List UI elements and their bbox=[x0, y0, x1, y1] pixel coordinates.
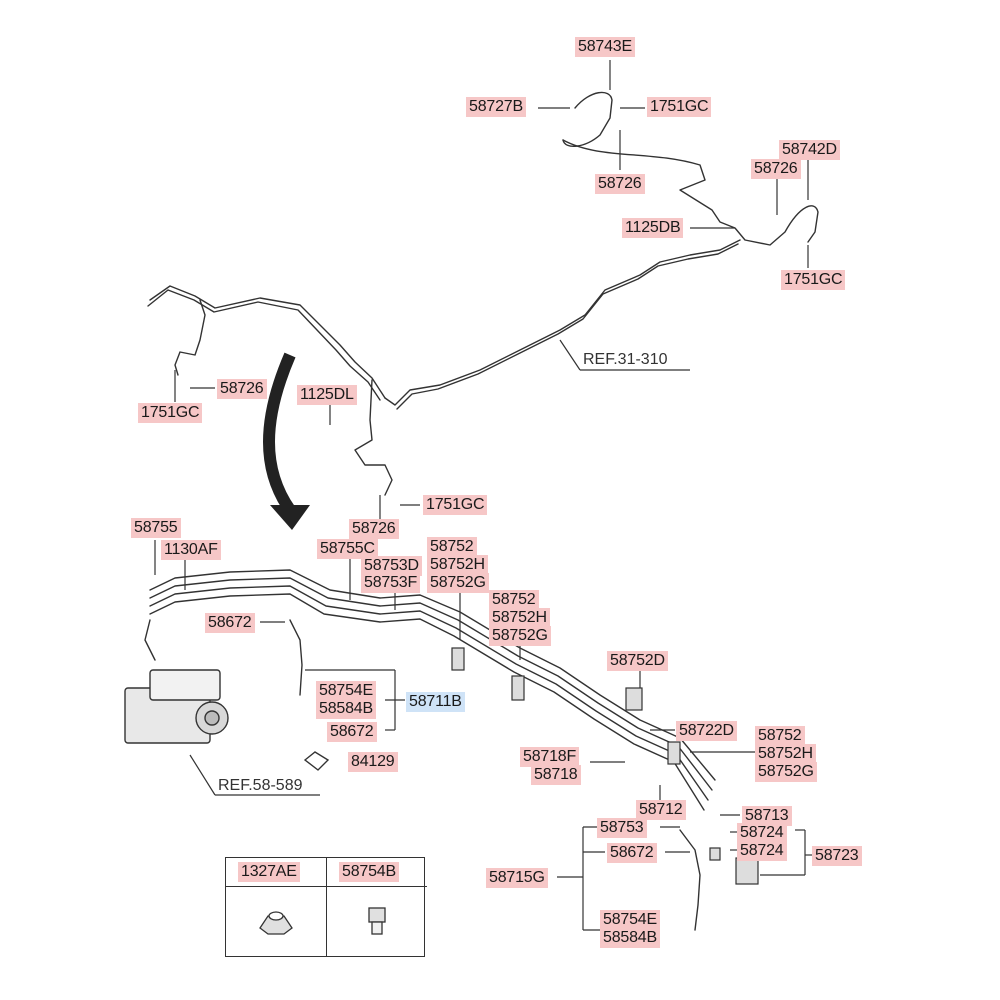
label-58752-c: 58752 bbox=[755, 726, 805, 746]
label-1751GC-c: 1751GC bbox=[138, 403, 203, 423]
label-58752-b: 58752 bbox=[489, 590, 539, 610]
label-58672-a: 58672 bbox=[205, 613, 255, 633]
label-58752H-c: 58752H bbox=[755, 744, 816, 764]
connector-blocks bbox=[451, 647, 759, 885]
label-58755C: 58755C bbox=[317, 539, 378, 559]
label-58672-b: 58672 bbox=[327, 722, 377, 742]
label-1751GC-d: 1751GC bbox=[423, 495, 488, 515]
abs-modulator bbox=[124, 669, 229, 744]
label-58726-a: 58726 bbox=[751, 159, 801, 179]
label-1125DL: 1125DL bbox=[297, 385, 357, 405]
tube-bundle-2 bbox=[149, 577, 713, 791]
label-58713: 58713 bbox=[742, 806, 792, 826]
brake-tube-drop bbox=[354, 379, 393, 496]
label-58723: 58723 bbox=[812, 846, 862, 866]
label-58743E: 58743E bbox=[575, 37, 635, 57]
brake-tube-main-run bbox=[384, 239, 741, 406]
label-58752G-a: 58752G bbox=[427, 573, 489, 593]
direction-arrow bbox=[263, 352, 296, 514]
label-58726-b: 58726 bbox=[595, 174, 645, 194]
front-left-connector bbox=[144, 619, 156, 661]
label-58712: 58712 bbox=[636, 800, 686, 820]
label-1751GC-b: 1751GC bbox=[781, 270, 846, 290]
arrow-head bbox=[270, 505, 310, 530]
label-58672-c: 58672 bbox=[607, 843, 657, 863]
label-58753F: 58753F bbox=[361, 573, 421, 593]
label-58726-c: 58726 bbox=[217, 379, 267, 399]
tube-bundle-3 bbox=[149, 585, 709, 801]
legend-label-1327AE: 1327AE bbox=[238, 862, 300, 882]
label-58584B-b: 58584B bbox=[600, 928, 660, 948]
brake-tube-left-run-2 bbox=[147, 289, 381, 401]
label-58722D: 58722D bbox=[676, 721, 737, 741]
label-58754E-a: 58754E bbox=[316, 681, 376, 701]
label-58752H-a: 58752H bbox=[427, 555, 488, 575]
tube-bundle-1 bbox=[149, 569, 716, 781]
label-58752H-b: 58752H bbox=[489, 608, 550, 628]
label-58754E-b: 58754E bbox=[600, 910, 660, 930]
brake-tube-main-run-2 bbox=[396, 243, 739, 410]
front-hose-left bbox=[174, 299, 206, 376]
label-58718F: 58718F bbox=[520, 747, 580, 767]
legend-label-58754B: 58754B bbox=[339, 862, 399, 882]
label-84129: 84129 bbox=[348, 752, 398, 772]
reference-58-589: REF.58-589 bbox=[218, 777, 303, 794]
legend-column-58754B: 58754B bbox=[326, 858, 427, 956]
label-1125DB: 1125DB bbox=[622, 218, 684, 238]
reference-31-310: REF.31-310 bbox=[583, 351, 668, 368]
label-58584B-a: 58584B bbox=[316, 699, 376, 719]
label-58718: 58718 bbox=[531, 765, 581, 785]
label-58755: 58755 bbox=[131, 518, 181, 538]
label-58724-b: 58724 bbox=[737, 841, 787, 861]
nut-icon bbox=[259, 911, 293, 935]
gasket-icon bbox=[303, 751, 330, 771]
rear-hose-lower bbox=[679, 829, 701, 931]
flare-nut-icon bbox=[368, 907, 386, 935]
label-58711B: 58711B bbox=[406, 692, 465, 712]
label-58726-d: 58726 bbox=[349, 519, 399, 539]
leader-lines bbox=[154, 60, 815, 931]
label-58752G-b: 58752G bbox=[489, 626, 551, 646]
label-58752-a: 58752 bbox=[427, 537, 477, 557]
label-58753: 58753 bbox=[597, 818, 647, 838]
label-58742D: 58742D bbox=[779, 140, 840, 160]
label-1130AF: 1130AF bbox=[161, 540, 221, 560]
label-58727B: 58727B bbox=[466, 97, 526, 117]
label-58752G-c: 58752G bbox=[755, 762, 817, 782]
label-58715G: 58715G bbox=[486, 868, 548, 888]
tube-to-abs bbox=[289, 619, 303, 696]
label-58753D: 58753D bbox=[361, 556, 422, 576]
label-1751GC-a: 1751GC bbox=[647, 97, 712, 117]
brake-tube-left-run bbox=[149, 285, 386, 399]
fastener-legend-table: 1327AE 58754B bbox=[225, 857, 427, 957]
tube-bundle-4 bbox=[149, 593, 705, 811]
label-58724-a: 58724 bbox=[737, 823, 787, 843]
brake-tube-upper-run bbox=[562, 139, 819, 246]
rear-brake-hose-upper bbox=[562, 91, 613, 147]
label-58752D: 58752D bbox=[607, 651, 668, 671]
legend-column-1327AE: 1327AE bbox=[226, 858, 326, 956]
